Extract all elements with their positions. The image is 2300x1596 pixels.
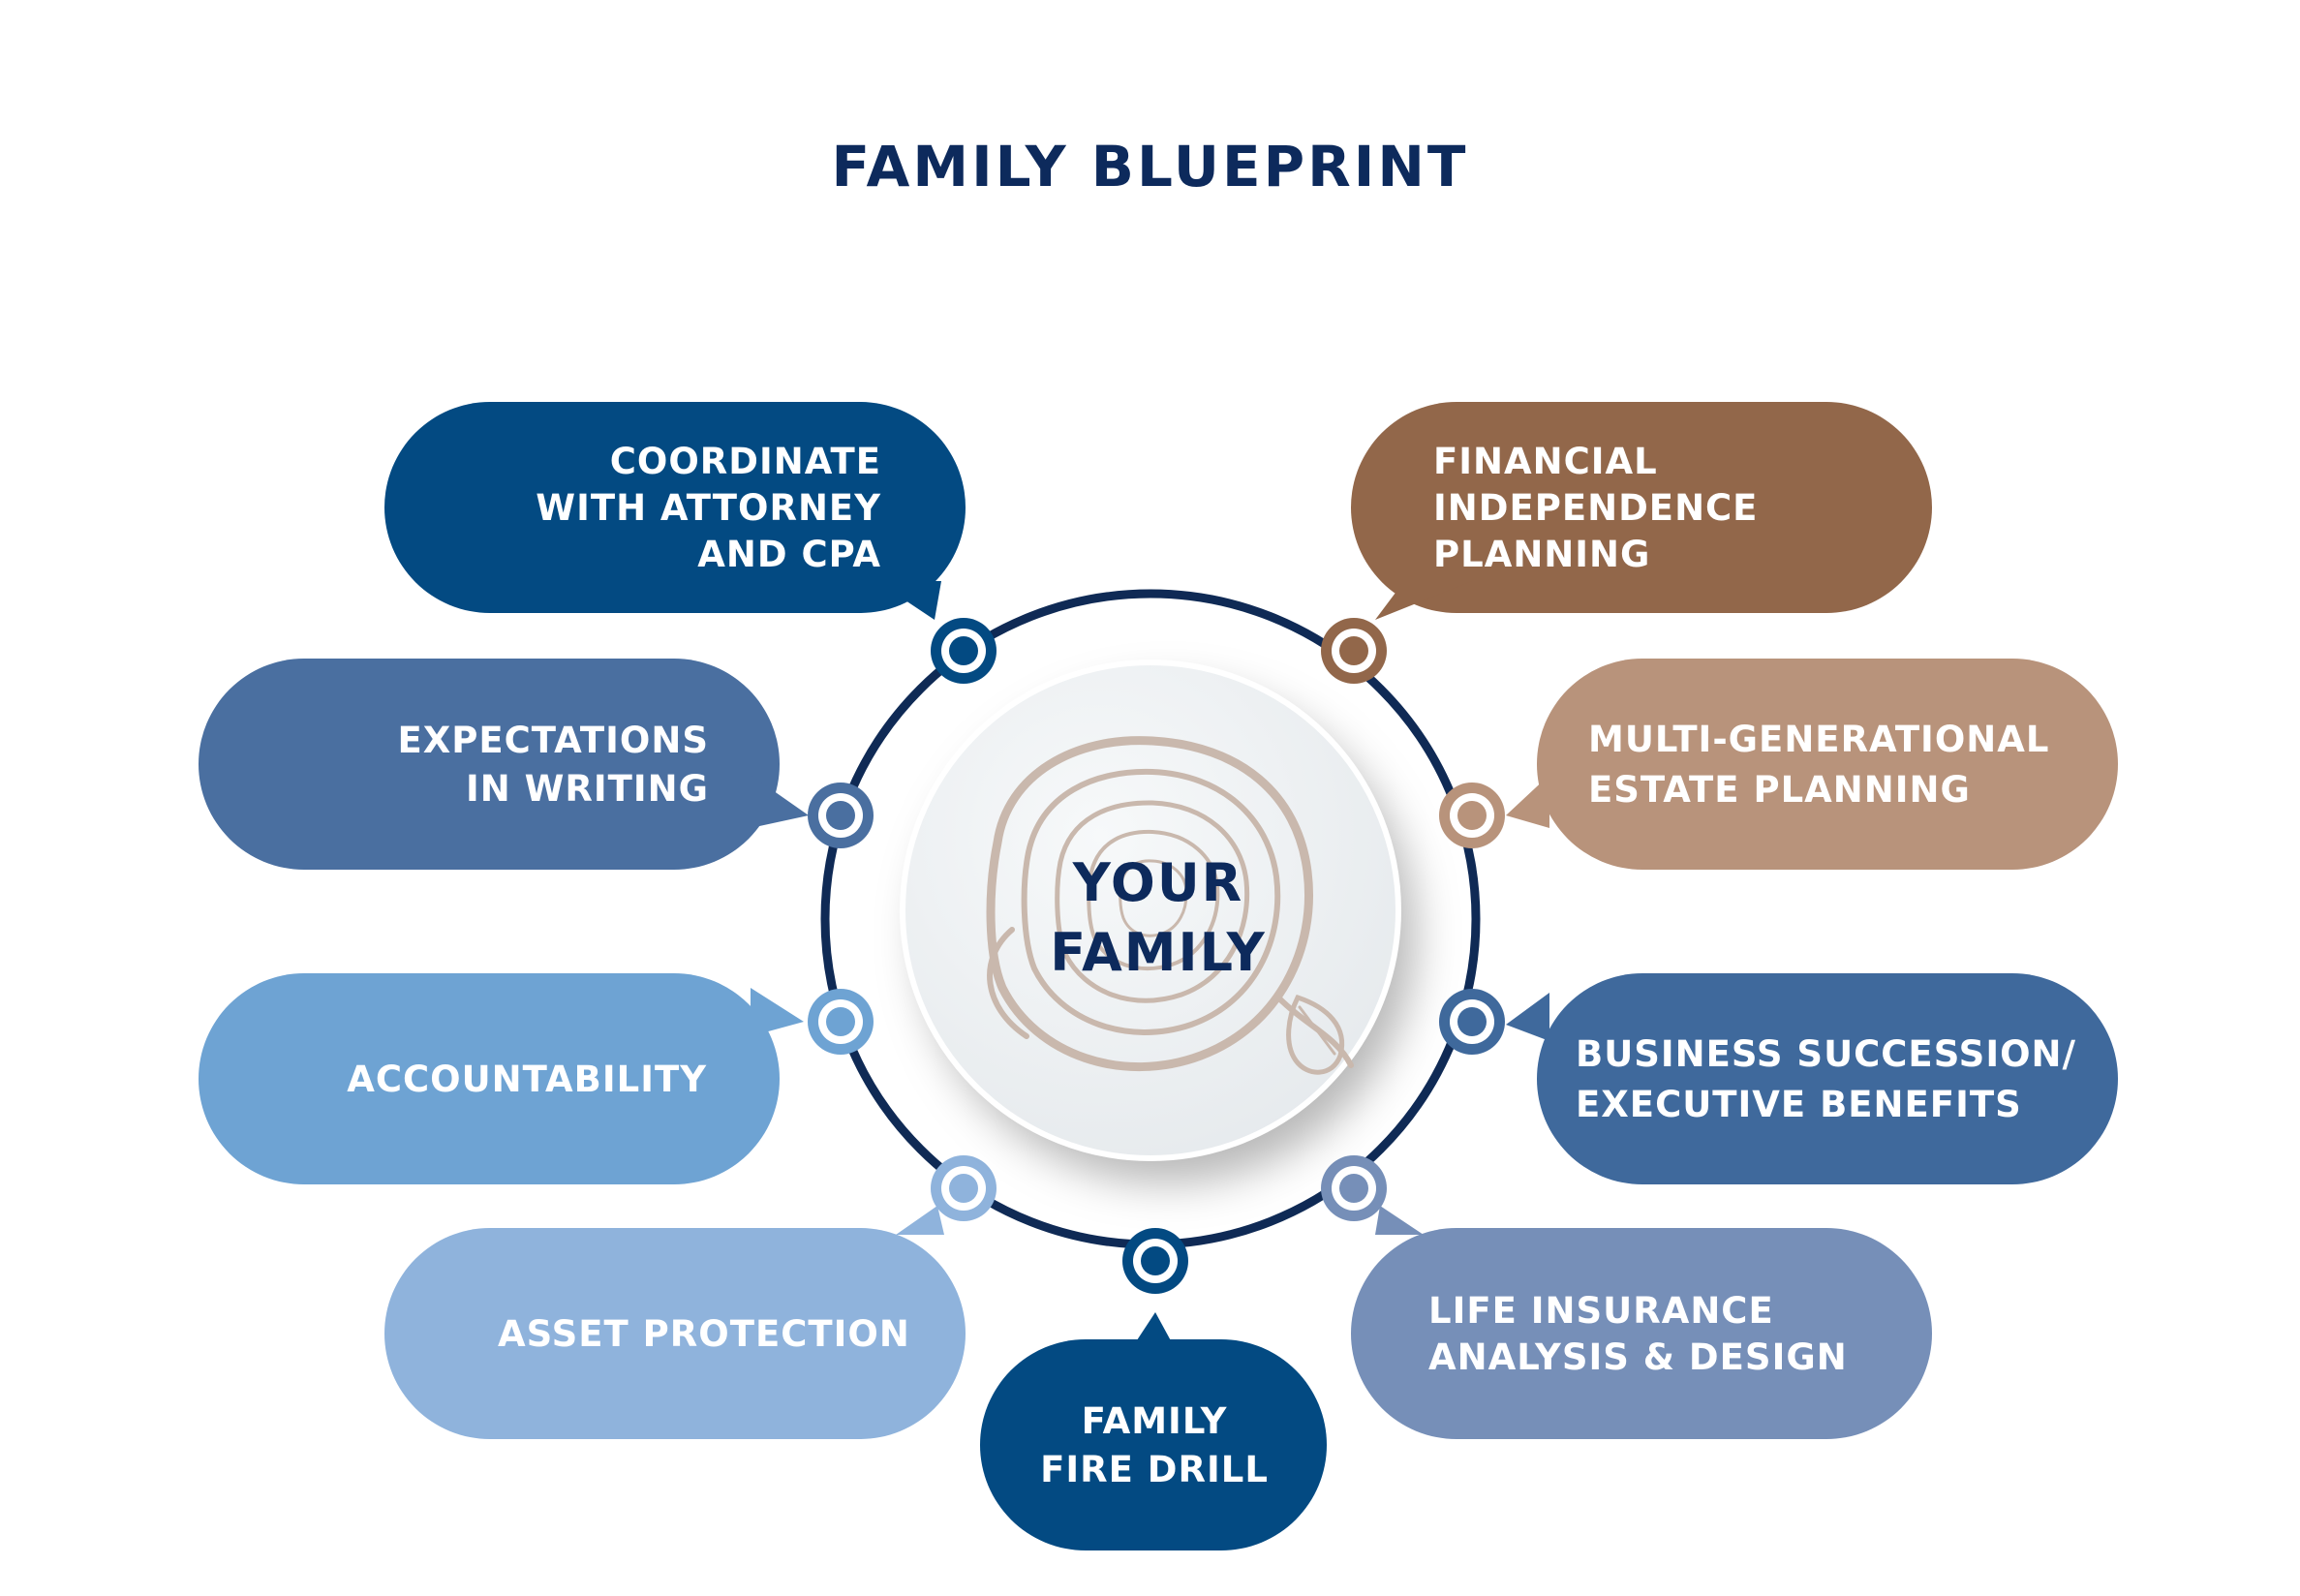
pill-estate-planning: MULTI-GENERATIONAL ESTATE PLANNING — [1506, 659, 2118, 870]
pill-pointer — [1506, 775, 1549, 828]
pill-label-line: PLANNING — [1433, 534, 1650, 575]
pill-pointer — [751, 775, 809, 828]
node-expectations — [808, 783, 874, 848]
pill-label-line: FINANCIAL — [1433, 441, 1658, 482]
pill-pointer — [1506, 993, 1549, 1041]
pill-fire-drill: FAMILY FIRE DRILL — [980, 1312, 1327, 1550]
pill-asset-protection: ASSET PROTECTION — [384, 1206, 966, 1439]
pill-label-line: AND CPA — [697, 534, 881, 575]
pill-label-line: EXECUTIVE BENEFITS — [1576, 1084, 2022, 1125]
pill-label-line: MULTI-GENERATIONAL — [1588, 719, 2049, 760]
pill-pointer — [876, 581, 941, 620]
pill-shape — [199, 659, 780, 870]
pill-label-line: BUSINESS SUCCESSION/ — [1576, 1033, 2076, 1075]
node-asset-protection — [931, 1155, 997, 1221]
pill-label-line: FIRE DRILL — [1040, 1449, 1269, 1490]
pill-label-line: ASSET PROTECTION — [498, 1313, 910, 1355]
node-coordinate — [931, 618, 997, 684]
pill-pointer — [1375, 581, 1472, 620]
pill-label-line: IN WRITING — [466, 768, 709, 810]
pill-shape — [384, 402, 966, 613]
pill-pointer — [1375, 1206, 1424, 1235]
pill-pointer — [896, 1206, 944, 1235]
pill-shape — [384, 1228, 966, 1439]
pill-label-line: ANALYSIS & DESIGN — [1428, 1336, 1848, 1378]
pill-shape — [1537, 973, 2118, 1184]
tree-rings-icon — [986, 736, 1354, 1075]
node-financial-independence — [1321, 618, 1387, 684]
pill-pointer — [751, 988, 804, 1036]
pill-accountability: ACCOUNTABILITY — [199, 973, 804, 1184]
pill-shape — [1351, 402, 1932, 613]
pill-label-line: LIFE INSURANCE — [1428, 1290, 1774, 1332]
node-accountability — [808, 989, 874, 1055]
pill-financial-independence: FINANCIAL INDEPENDENCE PLANNING — [1351, 402, 1932, 620]
pill-label-line: INDEPENDENCE — [1433, 487, 1758, 529]
pill-label-line: WITH ATTORNEY — [536, 487, 881, 529]
pill-shape — [980, 1339, 1327, 1550]
pill-shape — [1351, 1228, 1932, 1439]
pill-label-line: ESTATE PLANNING — [1588, 769, 1971, 811]
center-label-line: YOUR — [1072, 852, 1244, 913]
pill-coordinate: COORDINATE WITH ATTORNEY AND CPA — [384, 402, 966, 620]
pill-shape — [199, 973, 780, 1184]
pill-label-line: FAMILY — [1082, 1400, 1228, 1442]
pill-expectations: EXPECTATIONS IN WRITING — [199, 659, 809, 870]
pill-business-succession: BUSINESS SUCCESSION/EXECUTIVE BENEFITS — [1506, 973, 2118, 1184]
node-life-insurance — [1321, 1155, 1387, 1221]
pill-shape — [1537, 659, 2118, 870]
node-business-succession — [1439, 989, 1505, 1055]
center-label-line: FAMILY — [1050, 922, 1266, 983]
pill-label-line: ACCOUNTABILITY — [347, 1059, 707, 1100]
pill-label-line: EXPECTATIONS — [397, 720, 709, 761]
center-hub: YOUR FAMILY — [900, 660, 1401, 1161]
pill-label-line: COORDINATE — [610, 441, 881, 482]
node-fire-drill — [1122, 1228, 1188, 1294]
pill-pointer — [1133, 1312, 1174, 1346]
node-estate-planning — [1439, 783, 1505, 848]
page-title: FAMILY BLUEPRINT — [831, 134, 1469, 200]
